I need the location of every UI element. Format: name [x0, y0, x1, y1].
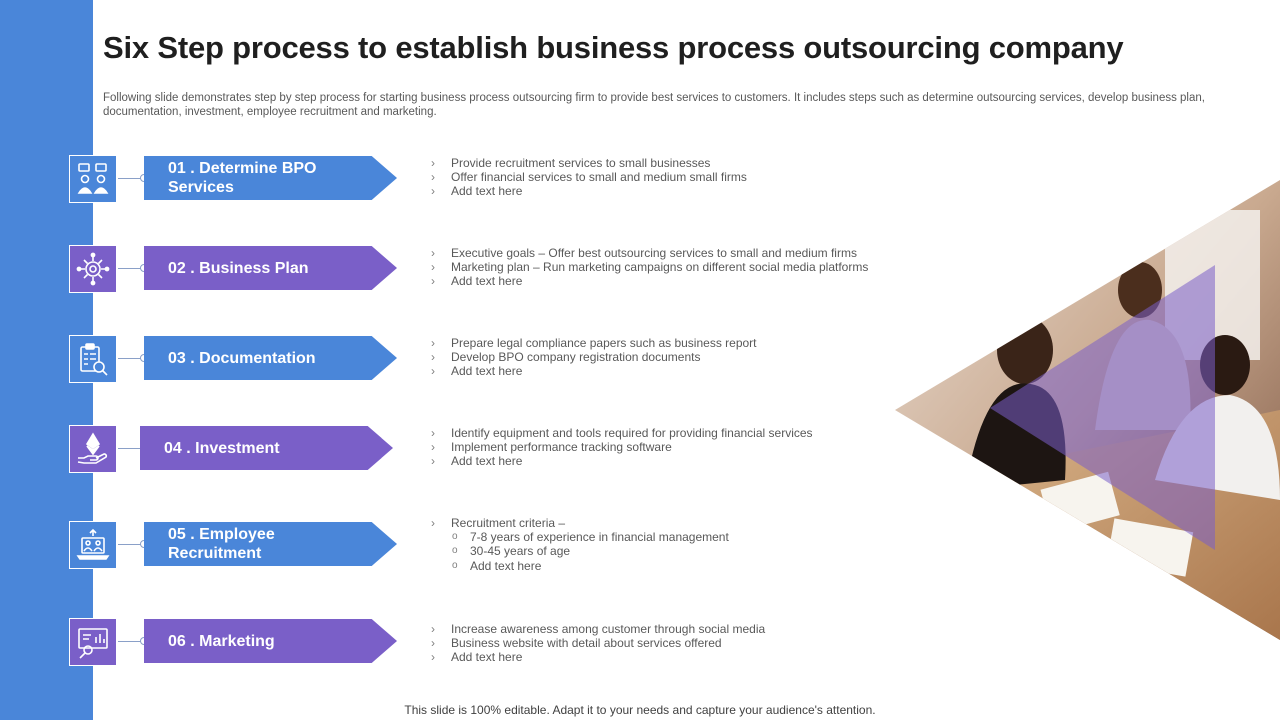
list-item: Develop BPO company registration documen… [431, 350, 757, 364]
step-2-label: 02 . Business Plan [144, 246, 397, 290]
step-6-label: 06 . Marketing [144, 619, 397, 663]
list-item: 30-45 years of age [431, 544, 729, 558]
list-item: Marketing plan – Run marketing campaigns… [431, 260, 868, 274]
list-item: Identify equipment and tools required fo… [431, 426, 813, 440]
list-item: Add text here [431, 364, 757, 378]
step-3-label: 03 . Documentation [144, 336, 397, 380]
step-1: 01 . Determine BPO Services Provide recr… [0, 155, 900, 205]
list-item: Increase awareness among customer throug… [431, 622, 765, 636]
list-item: Recruitment criteria – [431, 516, 729, 530]
team-photo [895, 180, 1280, 640]
step-4: 04 . Investment Identify equipment and t… [0, 425, 900, 475]
step-1-bullets: Provide recruitment services to small bu… [431, 156, 747, 199]
step-2-bullets: Executive goals – Offer best outsourcing… [431, 246, 868, 289]
footer-note: This slide is 100% editable. Adapt it to… [404, 703, 876, 717]
step-4-label: 04 . Investment [140, 426, 393, 470]
clipboard-search-icon [69, 335, 117, 383]
page-subtitle: Following slide demonstrates step by ste… [103, 92, 1205, 118]
step-2: 02 . Business Plan Executive goals – Off… [0, 245, 900, 295]
step-3: 03 . Documentation Prepare legal complia… [0, 335, 900, 385]
gear-network-icon [69, 245, 117, 293]
laptop-people-icon [69, 521, 117, 569]
list-item: Add text here [431, 184, 747, 198]
step-4-bullets: Identify equipment and tools required fo… [431, 426, 813, 469]
step-5: 05 . Employee Recruitment Recruitment cr… [0, 516, 900, 573]
list-item: 7-8 years of experience in financial man… [431, 530, 729, 544]
list-item: Provide recruitment services to small bu… [431, 156, 747, 170]
hand-ethereum-icon [69, 425, 117, 473]
step-6-bullets: Increase awareness among customer throug… [431, 622, 765, 665]
list-item: Add text here [431, 559, 729, 573]
list-item: Prepare legal compliance papers such as … [431, 336, 757, 350]
step-3-bullets: Prepare legal compliance papers such as … [431, 336, 757, 379]
analytics-board-icon [69, 618, 117, 666]
step-1-label: 01 . Determine BPO Services [144, 156, 397, 200]
list-item: Business website with detail about servi… [431, 636, 765, 650]
step-6: 06 . Marketing Increase awareness among … [0, 618, 900, 668]
page-title: Six Step process to establish business p… [103, 30, 1124, 65]
step-5-label: 05 . Employee Recruitment [144, 522, 397, 566]
list-item: Add text here [431, 454, 813, 468]
team-chat-icon [69, 155, 117, 203]
list-item: Add text here [431, 274, 868, 288]
step-5-bullets: Recruitment criteria – 7-8 years of expe… [431, 516, 729, 573]
list-item: Implement performance tracking software [431, 440, 813, 454]
list-item: Executive goals – Offer best outsourcing… [431, 246, 868, 260]
list-item: Offer financial services to small and me… [431, 170, 747, 184]
list-item: Add text here [431, 650, 765, 664]
